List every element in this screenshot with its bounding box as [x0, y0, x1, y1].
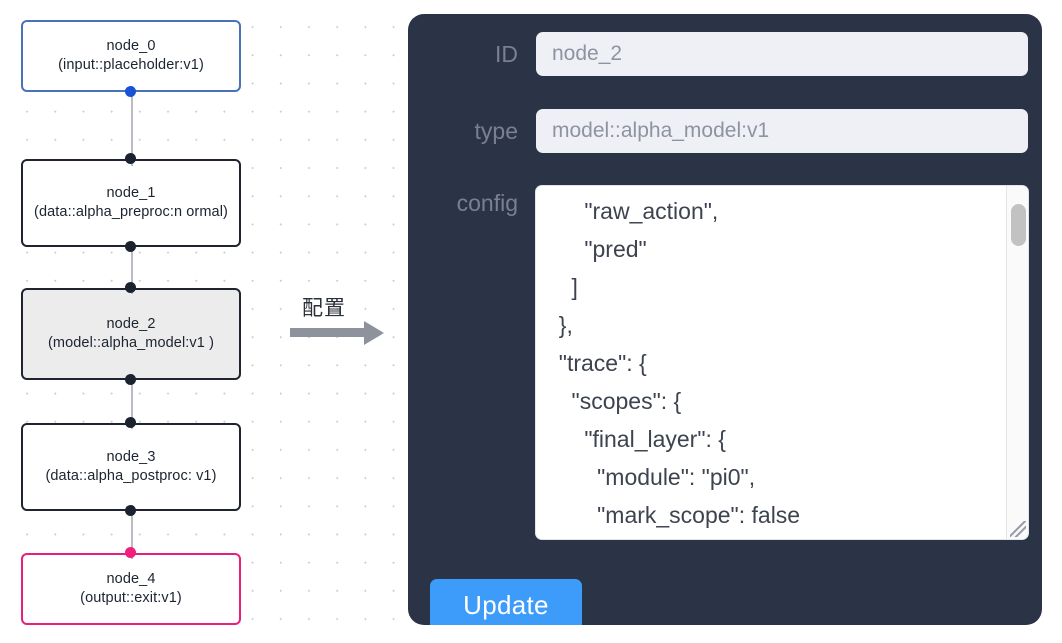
type-input[interactable]	[536, 109, 1028, 153]
node-config-panel: ID type config "raw_action", "pred" ] },…	[408, 14, 1042, 625]
port-node3-input[interactable]	[125, 417, 136, 428]
port-node0-output[interactable]	[125, 86, 136, 97]
update-button[interactable]: Update	[430, 579, 582, 625]
port-node1-output[interactable]	[125, 241, 136, 252]
port-node3-output[interactable]	[125, 505, 136, 516]
config-scrollbar[interactable]	[1006, 186, 1028, 539]
config-textarea[interactable]: "raw_action", "pred" ] }, "trace": { "sc…	[536, 186, 1028, 539]
graph-canvas[interactable]: node_0 (input::placeholder:v1) node_1 (d…	[0, 0, 400, 643]
node-title: node_2	[106, 316, 156, 332]
graph-node-node_0[interactable]: node_0 (input::placeholder:v1)	[21, 20, 241, 92]
node-subtitle: (data::alpha_postproc: v1)	[45, 468, 217, 484]
port-node2-input[interactable]	[125, 282, 136, 293]
node-subtitle: (data::alpha_preproc:n ormal)	[34, 204, 228, 220]
graph-node-node_4[interactable]: node_4 (output::exit:v1)	[21, 553, 241, 625]
arrow-label: 配置	[302, 297, 346, 320]
node-title: node_0	[106, 38, 156, 54]
port-node1-input[interactable]	[125, 153, 136, 164]
edge-node2-node3	[130, 374, 133, 429]
resize-grip-icon[interactable]	[1010, 521, 1026, 537]
graph-node-node_1[interactable]: node_1 (data::alpha_preproc:n ormal)	[21, 159, 241, 247]
transition-arrow-group: 配置	[288, 296, 396, 345]
field-row-config: config "raw_action", "pred" ] }, "trace"…	[428, 186, 1028, 539]
edge-node3-node4	[130, 505, 133, 559]
node-title: node_1	[106, 185, 156, 201]
edge-node1-node2	[130, 241, 133, 294]
config-textarea-content[interactable]: "raw_action", "pred" ] }, "trace": { "sc…	[558, 198, 801, 528]
edge-node0-node1	[130, 86, 133, 166]
config-label: config	[456, 190, 518, 216]
port-node4-input[interactable]	[125, 547, 136, 558]
node-subtitle: (model::alpha_model:v1 )	[47, 335, 214, 351]
node-subtitle: (input::placeholder:v1)	[58, 57, 204, 73]
id-input[interactable]	[536, 32, 1028, 76]
graph-node-node_2[interactable]: node_2 (model::alpha_model:v1 )	[21, 288, 241, 380]
node-title: node_4	[106, 571, 156, 587]
arrow-right-icon	[290, 320, 384, 345]
type-label: type	[474, 118, 518, 144]
config-scrollbar-thumb[interactable]	[1011, 204, 1026, 246]
field-row-id: ID	[428, 32, 1028, 76]
field-row-type: type	[428, 109, 1028, 153]
node-title: node_3	[106, 449, 156, 465]
id-label: ID	[495, 41, 518, 67]
graph-node-node_3[interactable]: node_3 (data::alpha_postproc: v1)	[21, 423, 241, 511]
node-subtitle: (output::exit:v1)	[80, 590, 182, 606]
port-node2-output[interactable]	[125, 374, 136, 385]
